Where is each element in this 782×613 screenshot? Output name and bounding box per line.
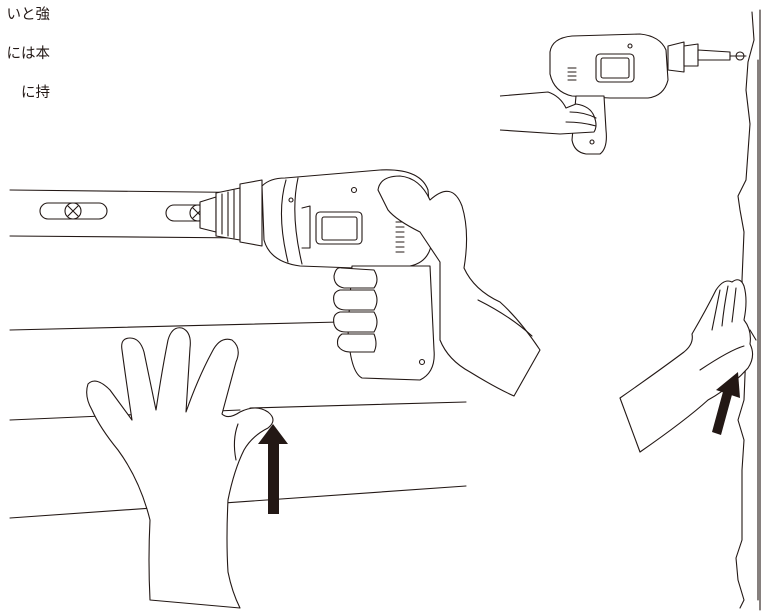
- open-hand-main: [87, 328, 273, 608]
- drill-main: [200, 170, 540, 396]
- drill-inset: [500, 34, 746, 154]
- drill-vent: [396, 222, 404, 252]
- screw-slot-left: [40, 203, 107, 219]
- inset-hand: [620, 280, 756, 452]
